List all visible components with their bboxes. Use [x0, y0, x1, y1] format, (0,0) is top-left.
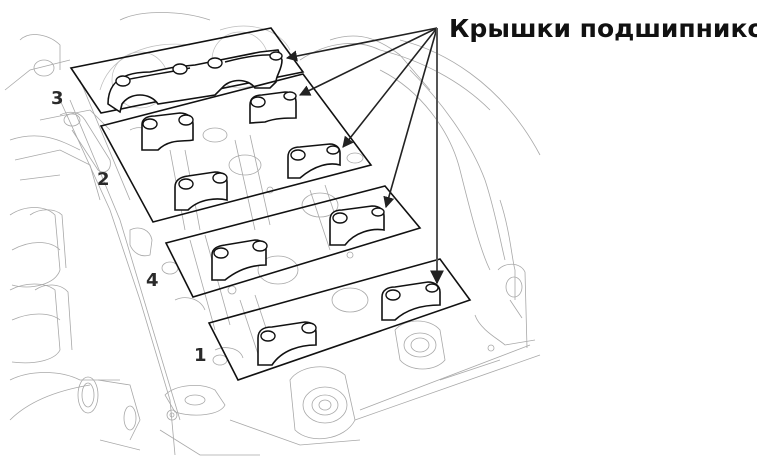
part-number-1: 1	[194, 345, 207, 366]
bearing-cap-plate-front	[69, 27, 305, 114]
bearing-cap-plate-3	[164, 185, 422, 298]
bearing-cap	[211, 239, 268, 281]
arrow-to-cap-4	[383, 27, 438, 209]
part-number-3: 3	[51, 88, 64, 109]
bearing-cap	[287, 143, 341, 179]
engine-background-lines	[4, 12, 541, 456]
bearing-cap	[249, 91, 297, 124]
bolt-heads	[115, 51, 283, 87]
callout-arrows	[285, 27, 444, 285]
bearing-cap-plate-4	[207, 258, 472, 381]
part-number-4: 4	[146, 270, 159, 291]
part-number-2: 2	[97, 169, 110, 190]
bearing-cap	[174, 171, 228, 211]
arrow-to-cap-2	[298, 27, 438, 96]
bearing-cap-plate-2	[99, 73, 373, 223]
callout-title: Крышки подшипников	[449, 14, 757, 43]
front-bearing-cap	[107, 49, 283, 114]
bearing-cap	[381, 281, 441, 321]
arrow-to-cap-3	[342, 27, 438, 148]
bearing-cap	[329, 205, 385, 246]
bearing-cap	[141, 112, 194, 151]
arrow-to-cap-1	[285, 27, 438, 62]
bearing-cap	[257, 321, 317, 366]
